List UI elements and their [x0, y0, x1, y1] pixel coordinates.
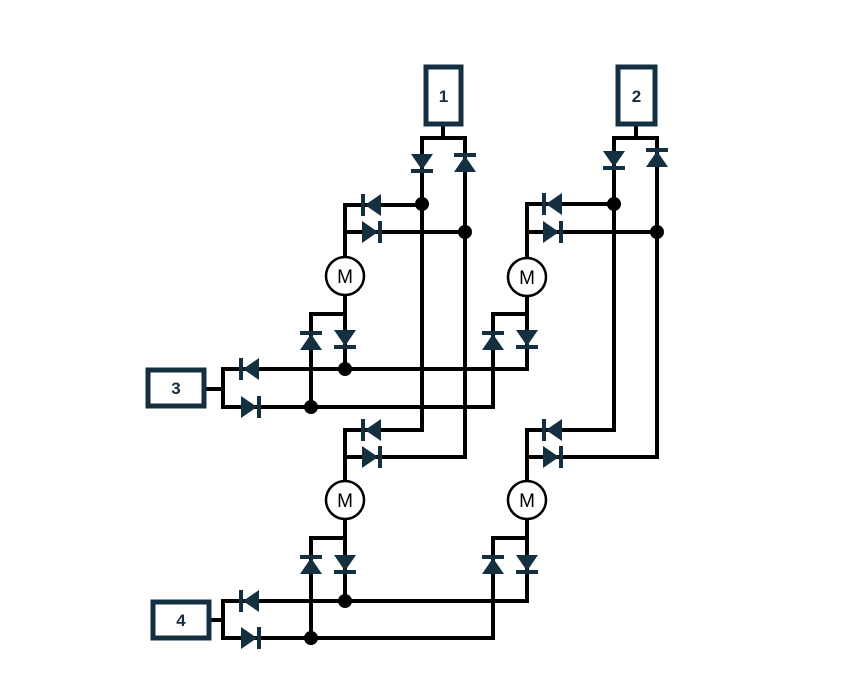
terminal-label: 2	[632, 87, 641, 106]
terminal-label: 1	[439, 87, 448, 106]
wire-t2-fork	[612, 122, 659, 234]
diode-ll-right	[362, 446, 382, 468]
diode-t2-up	[646, 148, 668, 167]
diodes	[239, 148, 668, 649]
motor-upper-right: M	[506, 256, 548, 298]
wire-t1-fork	[420, 122, 467, 234]
diode-t2-down	[603, 151, 625, 170]
junction-dot	[458, 225, 472, 239]
junction-dot	[650, 225, 664, 239]
diode-ul-motor-up	[300, 331, 322, 350]
terminal-3: 3	[145, 367, 207, 409]
terminal-1: 1	[423, 64, 464, 127]
terminal-2: 2	[615, 64, 658, 127]
wire-lower-left-loop	[309, 519, 347, 640]
diode-ul-right	[362, 221, 382, 243]
diode-ur-motor-up	[482, 331, 504, 350]
diode-ur-motor-down	[516, 330, 538, 349]
motor-lower-left: M	[324, 479, 366, 521]
junction-dot	[338, 594, 352, 608]
junction-dot	[304, 400, 318, 414]
diode-ur-right	[543, 221, 563, 243]
wire-t3-bus	[206, 367, 529, 409]
terminal-4: 4	[150, 599, 212, 641]
motor-label: M	[519, 268, 535, 289]
diode-t3-top	[239, 358, 259, 380]
diode-ll-motor-up	[300, 555, 322, 574]
wire-t4-bus	[209, 599, 529, 640]
junction-dot	[304, 631, 318, 645]
junction-dot	[415, 197, 429, 211]
diode-t4-bottom	[241, 627, 261, 649]
terminal-label: 3	[171, 379, 180, 398]
diode-ul-motor-down	[334, 330, 356, 349]
diode-t1-down	[411, 154, 433, 173]
wires	[206, 122, 659, 640]
wire-upper-right-rails	[525, 202, 659, 481]
junction-dot	[338, 362, 352, 376]
motor-upper-left: M	[324, 255, 366, 297]
motor-label: M	[337, 491, 353, 512]
terminal-label: 4	[176, 611, 186, 630]
motor-label: M	[337, 267, 353, 288]
junction-dot	[607, 197, 621, 211]
wire-lower-right-loop	[491, 519, 529, 640]
diode-lr-motor-up	[482, 555, 504, 574]
diode-t3-bottom	[241, 396, 261, 418]
diode-lr-right	[543, 446, 563, 468]
diode-lr-motor-down	[516, 555, 538, 574]
junctions	[304, 197, 664, 645]
terminals: 1 2 3 4	[145, 64, 658, 641]
diode-t1-up	[454, 153, 476, 172]
diode-ll-left	[361, 419, 381, 441]
wire-upper-right-loop	[491, 202, 659, 409]
diode-ur-left	[542, 193, 562, 215]
motor-label: M	[519, 491, 535, 512]
diode-ul-left	[361, 194, 381, 216]
diode-ll-motor-down	[334, 555, 356, 574]
motor-lower-right: M	[506, 479, 548, 521]
diode-lr-left	[542, 419, 562, 441]
diode-t4-top	[239, 590, 259, 612]
motors: M M M M	[324, 255, 548, 521]
wire-upper-left-loop	[309, 203, 467, 409]
